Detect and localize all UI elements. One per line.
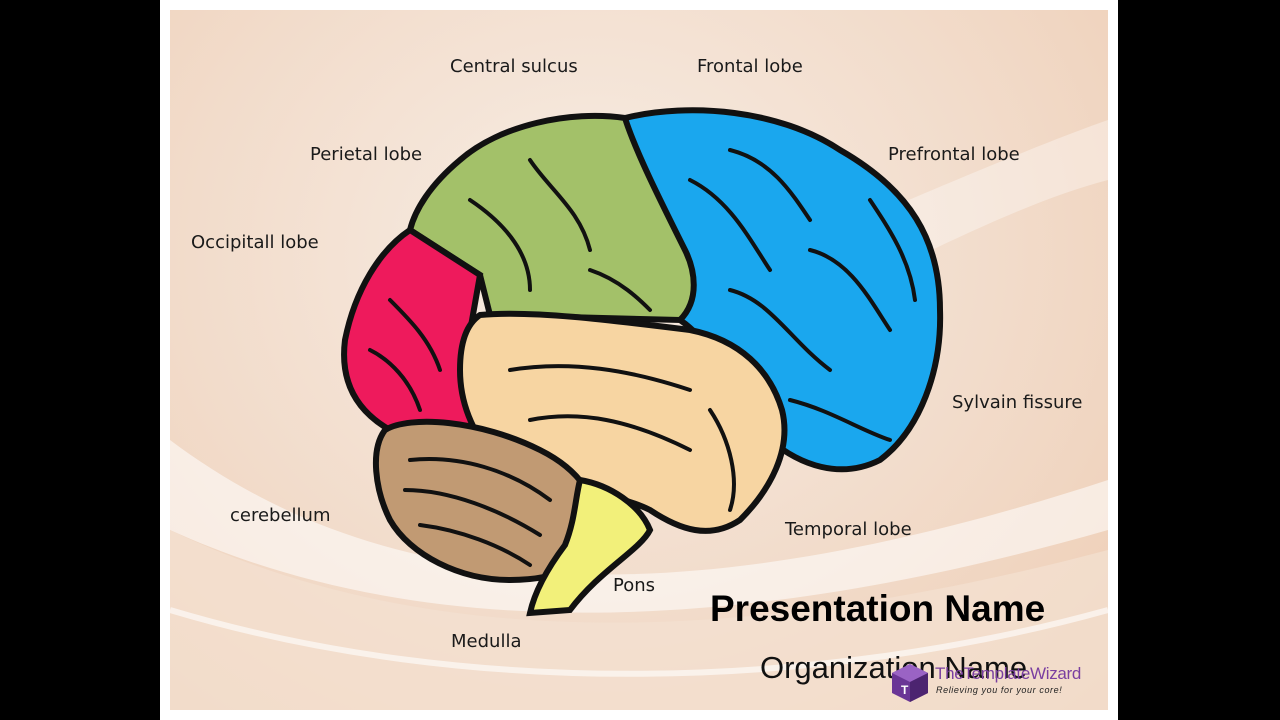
label-occipital-lobe: Occipitall lobe (191, 232, 319, 253)
label-temporal-lobe: Temporal lobe (785, 519, 912, 540)
label-pons: Pons (613, 575, 656, 596)
svg-text:T: T (901, 683, 909, 697)
label-prefrontal-lobe: Prefrontal lobe (888, 144, 1020, 165)
label-parietal-lobe: Perietal lobe (310, 144, 423, 165)
slide-frame: Central sulcus Frontal lobe Perietal lob… (160, 0, 1118, 720)
presentation-title: Presentation Name (710, 588, 1046, 629)
label-medulla: Medulla (451, 631, 522, 652)
brand-tagline: Relieving you for your core! (936, 685, 1063, 695)
brainstem-region (526, 476, 654, 617)
wizard-cube-logo: T (892, 664, 928, 702)
brand-title: TheTemplateWizard (935, 664, 1082, 683)
brain-illustration (341, 107, 944, 617)
label-sylvian-fissure: Sylvain fissure (952, 392, 1083, 413)
label-central-sulcus: Central sulcus (450, 56, 578, 77)
brand-watermark: T TheTemplateWizard Relieving you for yo… (890, 658, 1105, 708)
label-cerebellum: cerebellum (230, 505, 331, 526)
label-frontal-lobe: Frontal lobe (697, 56, 803, 77)
slide: Central sulcus Frontal lobe Perietal lob… (170, 10, 1108, 710)
